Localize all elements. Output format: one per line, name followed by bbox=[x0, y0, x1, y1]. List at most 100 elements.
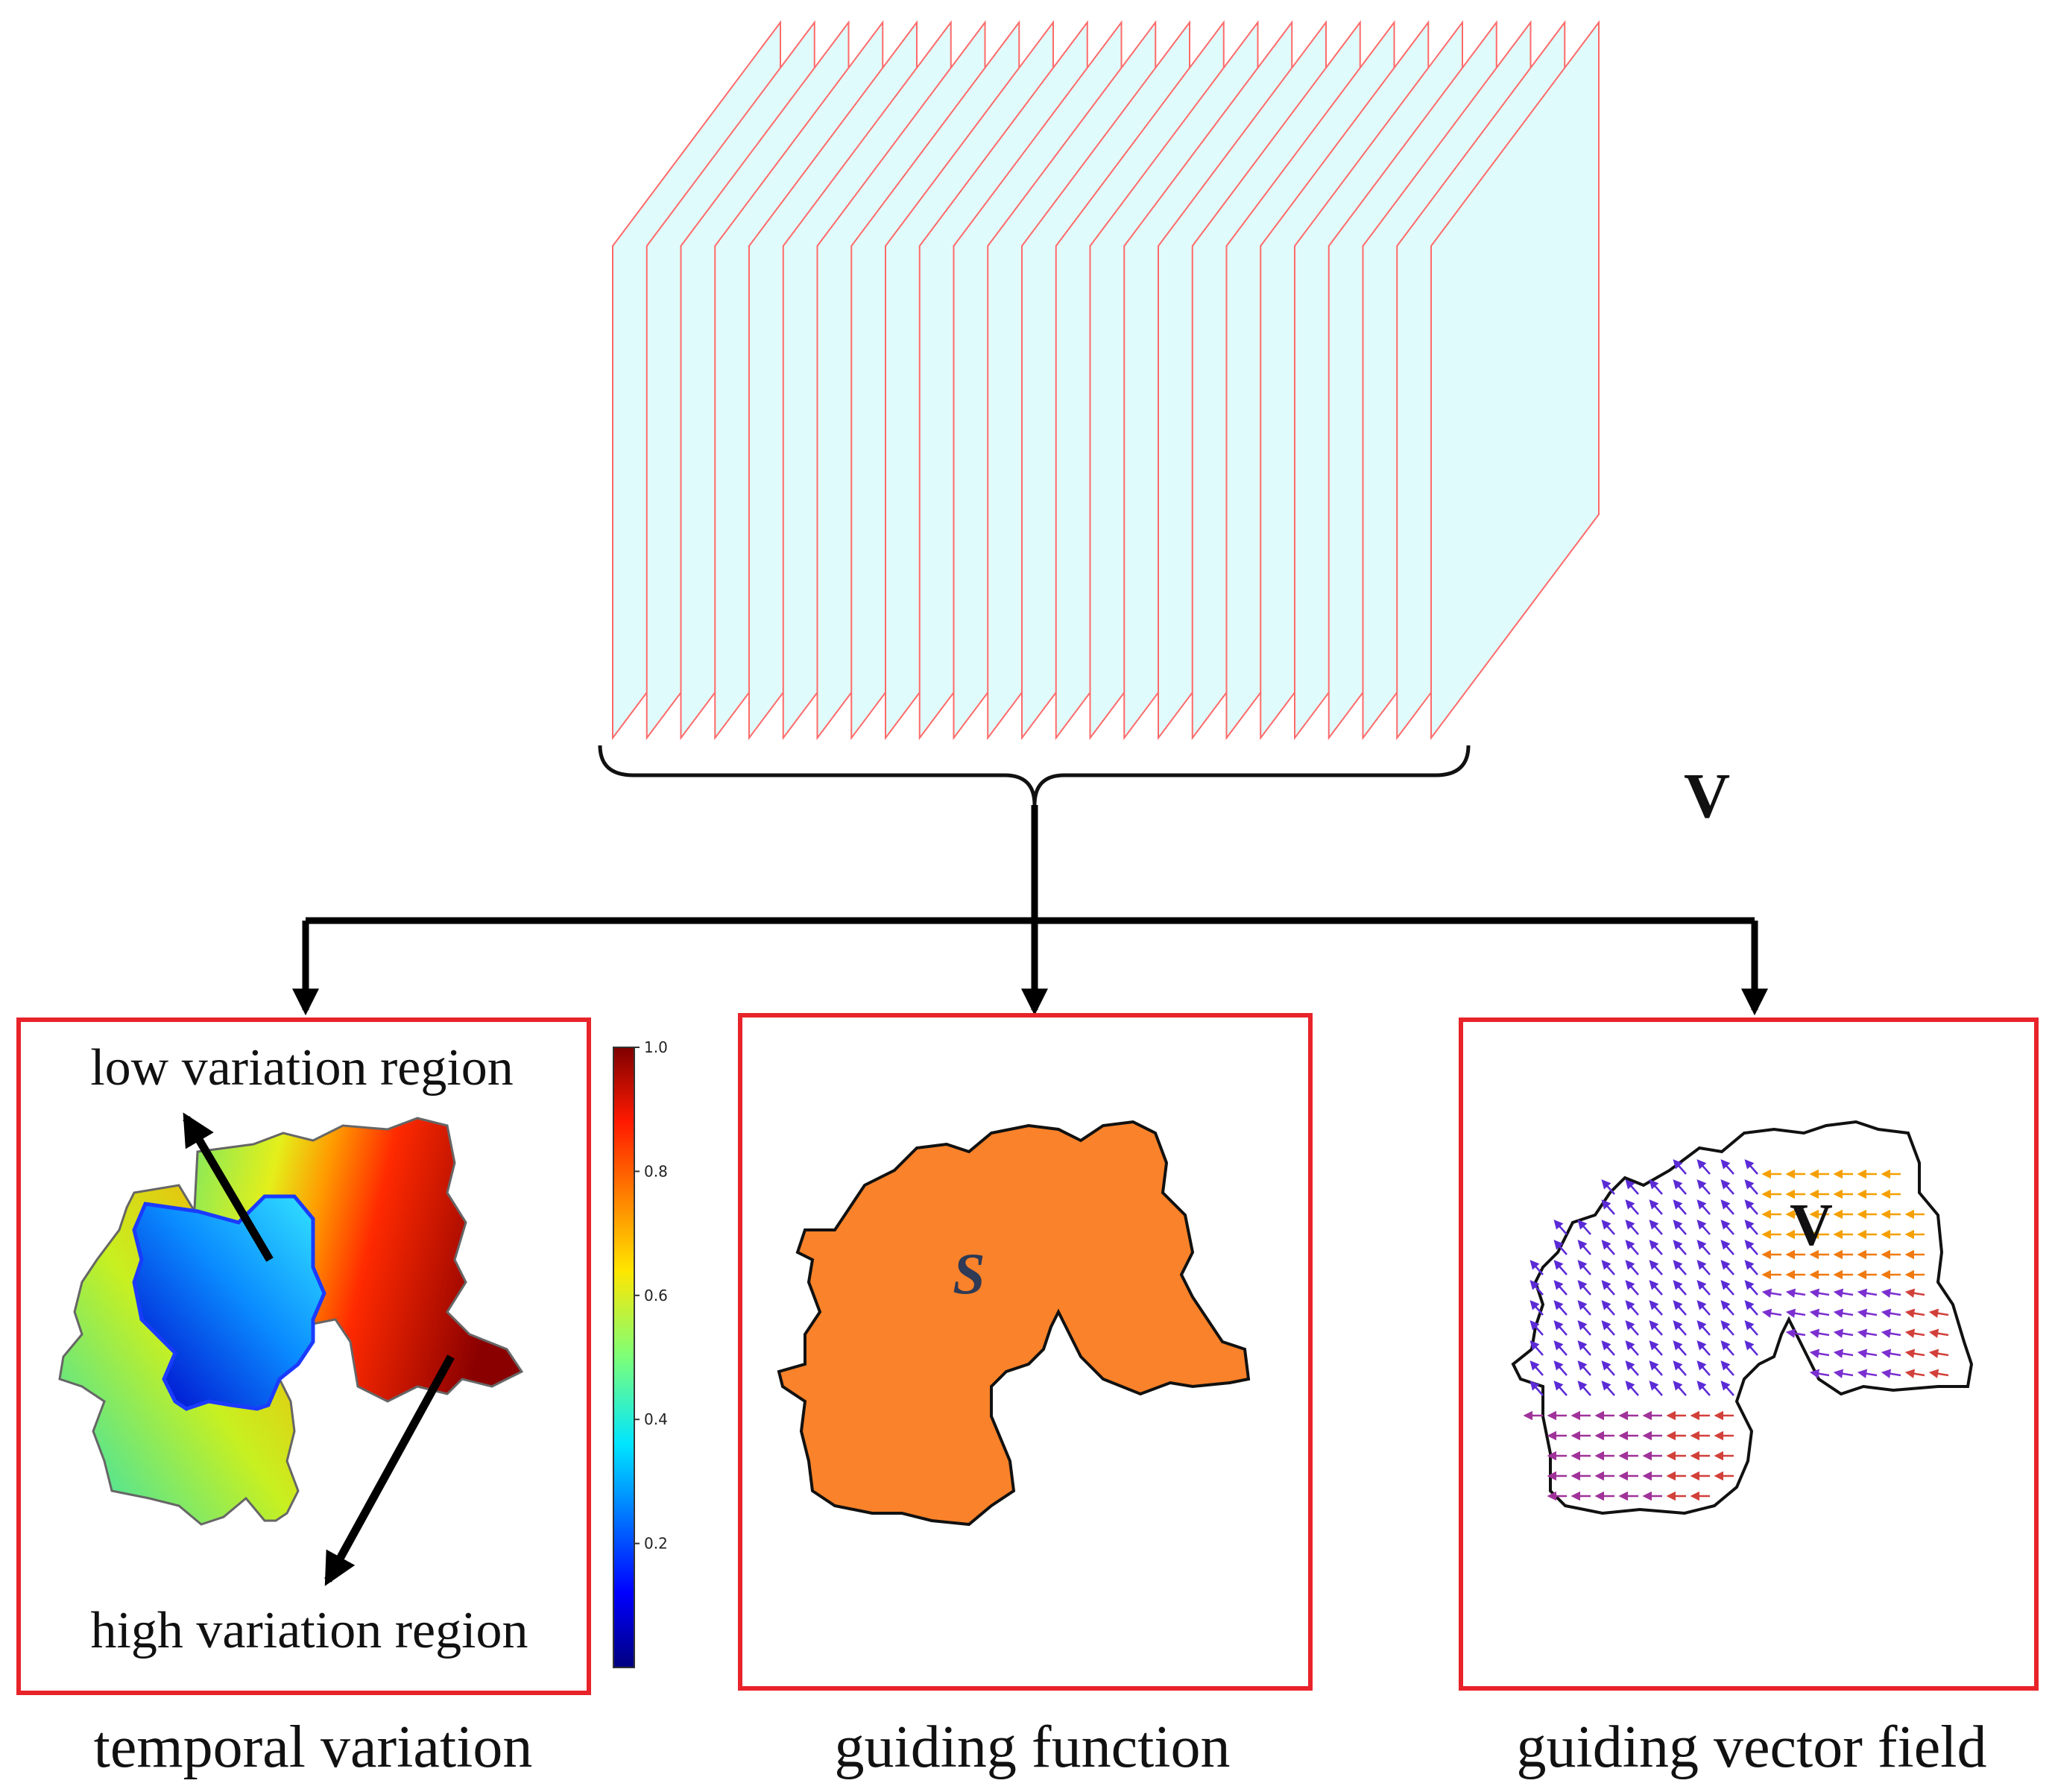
vector-arrow bbox=[1553, 1260, 1568, 1275]
vector-arrow bbox=[1649, 1220, 1663, 1235]
vector-arrow bbox=[1785, 1288, 1806, 1298]
vector-arrow bbox=[1720, 1159, 1734, 1175]
vector-arrow bbox=[1625, 1260, 1639, 1275]
vector-arrow bbox=[1833, 1369, 1854, 1378]
vector-arrow bbox=[1601, 1179, 1615, 1195]
colorbar: 1.00.80.60.40.2 bbox=[613, 1038, 668, 1668]
vector-arrow bbox=[1601, 1320, 1615, 1336]
vector-arrow bbox=[1744, 1280, 1758, 1296]
vector-arrow bbox=[1696, 1240, 1711, 1255]
vector-arrow bbox=[1809, 1348, 1830, 1358]
vector-arrow bbox=[1720, 1179, 1734, 1195]
vector-arrow bbox=[1649, 1260, 1663, 1275]
vector-arrow bbox=[1744, 1199, 1758, 1215]
vector-arrow bbox=[1577, 1260, 1591, 1275]
panel-border bbox=[1459, 1018, 2039, 1691]
vector-arrow bbox=[1904, 1328, 1925, 1338]
vector-arrow bbox=[1577, 1220, 1591, 1235]
vector-arrow bbox=[1744, 1340, 1758, 1356]
vector-arrow bbox=[1809, 1288, 1830, 1298]
colorbar-ticks: 1.00.80.60.40.2 bbox=[634, 1038, 668, 1553]
vector-arrow bbox=[1649, 1280, 1663, 1296]
vector-arrow bbox=[1904, 1288, 1925, 1298]
vector-arrow bbox=[1744, 1220, 1758, 1235]
vector-arrow bbox=[1673, 1340, 1687, 1356]
vector-arrow bbox=[1833, 1348, 1854, 1358]
vector-arrow bbox=[1529, 1260, 1544, 1275]
vector-arrow bbox=[1857, 1328, 1878, 1338]
vector-arrow bbox=[1601, 1260, 1615, 1275]
vector-arrow bbox=[1744, 1159, 1758, 1175]
vector-arrow bbox=[1673, 1179, 1687, 1195]
vector-arrow bbox=[1649, 1360, 1663, 1376]
vector-arrow bbox=[1881, 1288, 1901, 1298]
vector-arrow bbox=[1857, 1308, 1878, 1318]
vector-arrow bbox=[1833, 1288, 1854, 1298]
vector-arrow bbox=[1928, 1328, 1949, 1338]
vector-arrow bbox=[1601, 1360, 1615, 1376]
vector-arrow bbox=[1673, 1360, 1687, 1376]
vector-arrow bbox=[1673, 1300, 1687, 1316]
vector-arrow bbox=[1809, 1308, 1830, 1318]
vector-arrows bbox=[1523, 1159, 1949, 1501]
vector-arrow bbox=[1577, 1320, 1591, 1336]
vector-arrow bbox=[1761, 1288, 1782, 1298]
vector-arrow bbox=[1625, 1240, 1639, 1255]
arrow-high-variation bbox=[324, 1354, 455, 1586]
label-high-variation-region: high variation region bbox=[90, 1602, 528, 1659]
vector-arrow bbox=[1744, 1320, 1758, 1336]
vector-arrow bbox=[1601, 1280, 1615, 1296]
vector-arrow bbox=[1696, 1360, 1711, 1376]
vector-arrow bbox=[1601, 1240, 1615, 1255]
vector-arrow bbox=[1625, 1360, 1639, 1376]
vector-arrow bbox=[1904, 1308, 1925, 1318]
vector-arrow bbox=[1904, 1369, 1925, 1378]
vector-arrow bbox=[1744, 1260, 1758, 1275]
vector-arrow bbox=[1720, 1360, 1734, 1376]
vector-arrow bbox=[1696, 1159, 1711, 1175]
panel-temporal-variation: low variation region high variation regi… bbox=[16, 1018, 668, 1780]
vector-arrow bbox=[1577, 1340, 1591, 1356]
vector-arrow bbox=[1529, 1320, 1544, 1336]
vector-arrow bbox=[1809, 1369, 1830, 1378]
vector-arrow bbox=[1673, 1220, 1687, 1235]
panel-border bbox=[16, 1018, 591, 1695]
vector-arrow bbox=[1696, 1280, 1711, 1296]
vector-arrow bbox=[1833, 1328, 1854, 1338]
vector-arrow bbox=[1904, 1348, 1925, 1358]
vector-arrow bbox=[1673, 1159, 1687, 1175]
vector-arrow bbox=[1809, 1328, 1830, 1338]
guiding-function-region bbox=[777, 1120, 1251, 1527]
caption-temporal-variation: temporal variation bbox=[94, 1714, 533, 1780]
arrow-low-variation bbox=[183, 1112, 274, 1262]
vector-arrow bbox=[1673, 1381, 1687, 1396]
vector-arrow bbox=[1696, 1320, 1711, 1336]
vector-arrow bbox=[1529, 1280, 1544, 1296]
vector-arrow bbox=[1577, 1280, 1591, 1296]
vector-arrow bbox=[1649, 1300, 1663, 1316]
vector-arrow bbox=[1785, 1328, 1806, 1338]
vector-arrow bbox=[1625, 1199, 1639, 1215]
vector-arrow bbox=[1625, 1220, 1639, 1235]
vector-arrow bbox=[1649, 1381, 1663, 1396]
vector-arrow bbox=[1649, 1320, 1663, 1336]
vector-arrow bbox=[1696, 1179, 1711, 1195]
stack-brace bbox=[598, 745, 1471, 806]
vector-arrow bbox=[1720, 1220, 1734, 1235]
vector-arrow bbox=[1553, 1280, 1568, 1296]
vector-arrow bbox=[1744, 1240, 1758, 1255]
vector-arrow bbox=[1673, 1240, 1687, 1255]
vector-arrow bbox=[1673, 1199, 1687, 1215]
caption-guiding-function: guiding function bbox=[834, 1714, 1230, 1780]
vector-arrow bbox=[1625, 1320, 1639, 1336]
label-low-variation-region: low variation region bbox=[90, 1039, 514, 1097]
vector-arrow bbox=[1785, 1308, 1806, 1318]
vector-arrow bbox=[1553, 1300, 1568, 1316]
panel-guiding-vector-field: V guiding vector field bbox=[1459, 1018, 2039, 1780]
vector-arrow bbox=[1625, 1280, 1639, 1296]
vector-arrow bbox=[1625, 1381, 1639, 1396]
vector-arrow bbox=[1696, 1340, 1711, 1356]
vector-arrow bbox=[1601, 1300, 1615, 1316]
vector-arrow bbox=[1881, 1369, 1901, 1378]
